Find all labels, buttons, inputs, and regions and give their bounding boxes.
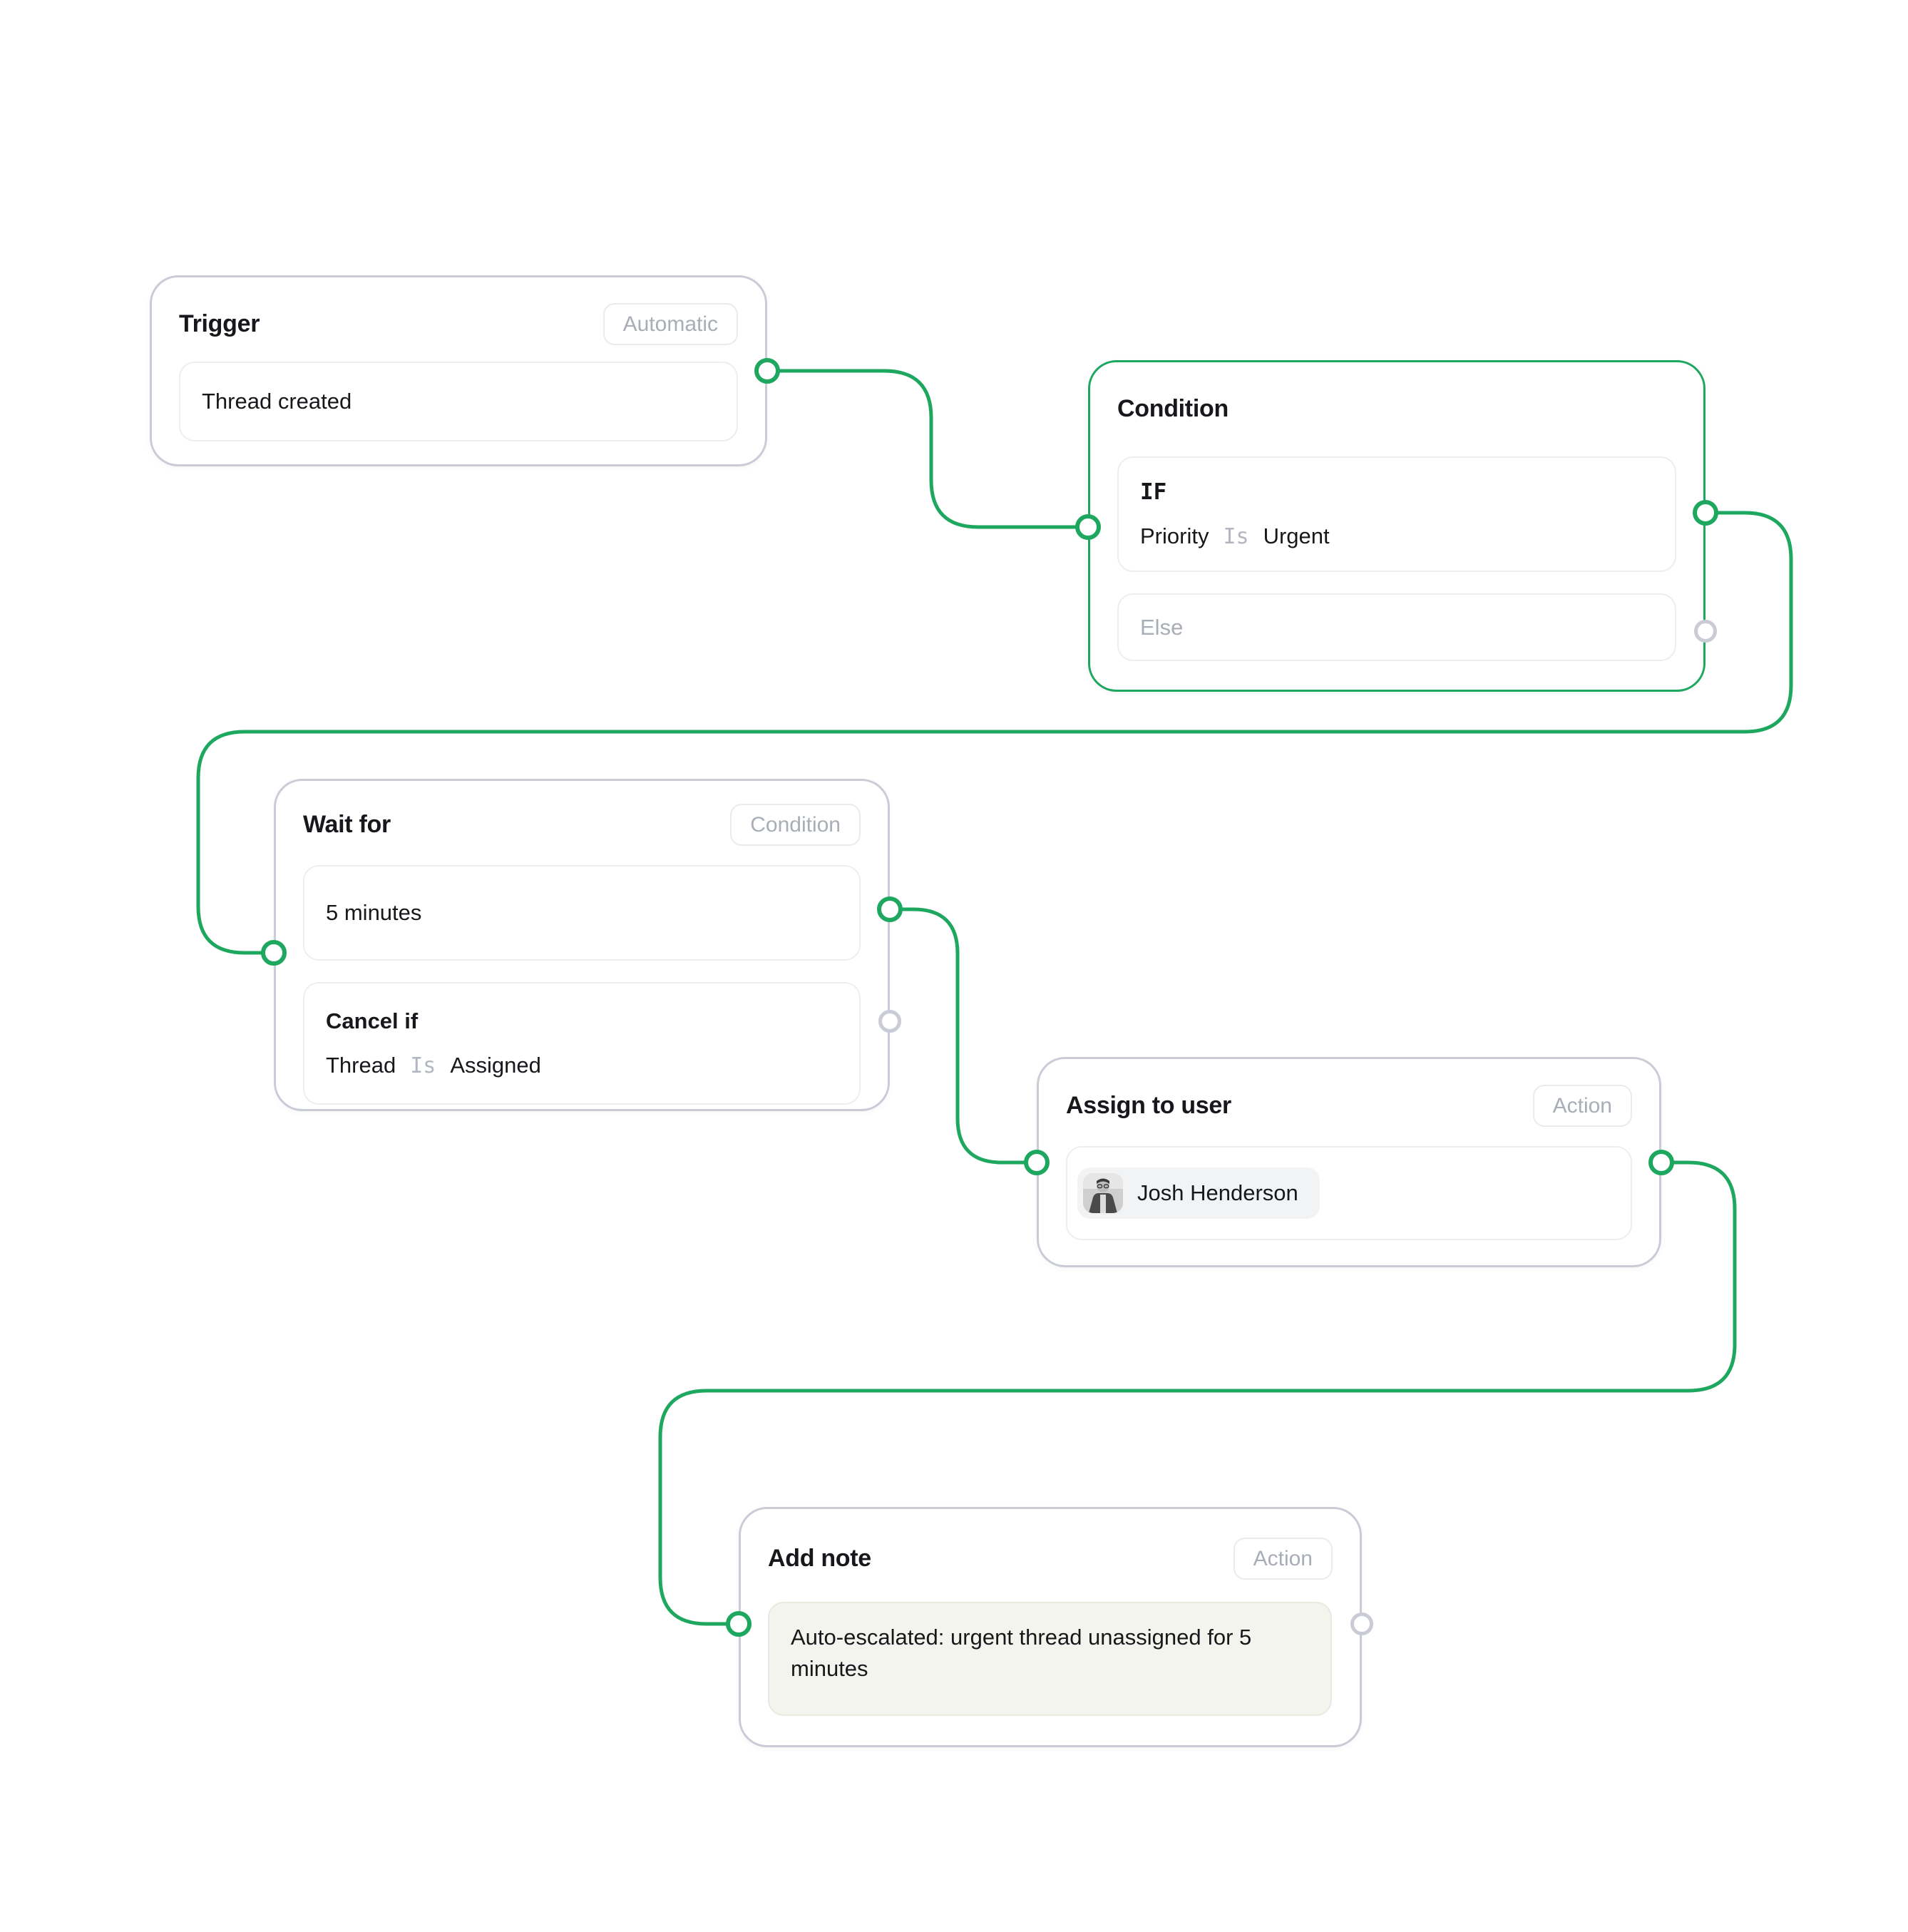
node-assign-to-user[interactable]: Assign to user Action bbox=[1037, 1057, 1661, 1267]
port-assign-input[interactable] bbox=[1024, 1150, 1050, 1175]
port-condition-if-output[interactable] bbox=[1693, 500, 1718, 526]
trigger-event-field[interactable]: Thread created bbox=[179, 362, 738, 441]
node-assign-badge: Action bbox=[1532, 1084, 1632, 1127]
node-wait-title: Wait for bbox=[303, 810, 391, 838]
note-text-value: Auto-escalated: urgent thread unassigned… bbox=[791, 1625, 1252, 1682]
node-trigger[interactable]: Trigger Automatic Thread created bbox=[150, 275, 767, 466]
condition-if-keyword: IF bbox=[1140, 479, 1167, 505]
port-wait-input[interactable] bbox=[261, 940, 287, 966]
node-condition[interactable]: Condition IF Priority Is Urgent Else bbox=[1088, 360, 1706, 692]
assignee-chip[interactable]: Josh Henderson bbox=[1077, 1167, 1320, 1219]
node-condition-title: Condition bbox=[1117, 394, 1229, 422]
port-wait-output[interactable] bbox=[877, 896, 903, 922]
assign-user-field[interactable]: Josh Henderson bbox=[1066, 1146, 1632, 1240]
port-condition-else-output[interactable] bbox=[1694, 620, 1717, 643]
port-addnote-input[interactable] bbox=[726, 1611, 752, 1637]
port-condition-input[interactable] bbox=[1075, 514, 1101, 540]
edge-trigger-to-condition bbox=[767, 369, 1088, 529]
wait-cancel-operator: Is bbox=[410, 1053, 436, 1078]
node-wait-badge: Condition bbox=[730, 803, 861, 846]
assignee-avatar bbox=[1083, 1173, 1123, 1213]
condition-else-placeholder: Else bbox=[1140, 614, 1184, 640]
port-assign-output[interactable] bbox=[1648, 1150, 1674, 1175]
node-addnote-title: Add note bbox=[768, 1544, 871, 1572]
node-addnote-badge: Action bbox=[1233, 1537, 1333, 1580]
node-wait-for[interactable]: Wait for Condition 5 minutes Cancel if T… bbox=[274, 779, 890, 1111]
condition-if-field[interactable]: IF Priority Is Urgent bbox=[1117, 456, 1676, 572]
trigger-event-value: Thread created bbox=[202, 389, 352, 414]
condition-subject: Priority bbox=[1140, 523, 1209, 548]
wait-cancel-field[interactable]: Cancel if Thread Is Assigned bbox=[303, 982, 861, 1105]
condition-operator: Is bbox=[1223, 524, 1249, 549]
wait-cancel-value: Assigned bbox=[450, 1053, 541, 1078]
note-text-field[interactable]: Auto-escalated: urgent thread unassigned… bbox=[768, 1602, 1332, 1716]
wait-duration-value: 5 minutes bbox=[326, 900, 422, 925]
condition-value: Urgent bbox=[1263, 523, 1330, 548]
port-addnote-output[interactable] bbox=[1350, 1612, 1373, 1635]
node-trigger-title: Trigger bbox=[179, 310, 260, 337]
node-trigger-badge: Automatic bbox=[602, 302, 738, 345]
condition-else-field[interactable]: Else bbox=[1117, 593, 1676, 661]
wait-cancel-keyword: Cancel if bbox=[326, 1008, 419, 1033]
node-assign-title: Assign to user bbox=[1066, 1091, 1231, 1119]
wait-duration-field[interactable]: 5 minutes bbox=[303, 865, 861, 961]
edge-wait-to-assign bbox=[890, 907, 1037, 1165]
wait-cancel-subject: Thread bbox=[326, 1053, 396, 1078]
assignee-name: Josh Henderson bbox=[1137, 1180, 1298, 1205]
port-wait-cancel-output[interactable] bbox=[878, 1010, 901, 1033]
node-add-note[interactable]: Add note Action Auto-escalated: urgent t… bbox=[739, 1507, 1362, 1747]
port-trigger-output[interactable] bbox=[754, 358, 780, 384]
